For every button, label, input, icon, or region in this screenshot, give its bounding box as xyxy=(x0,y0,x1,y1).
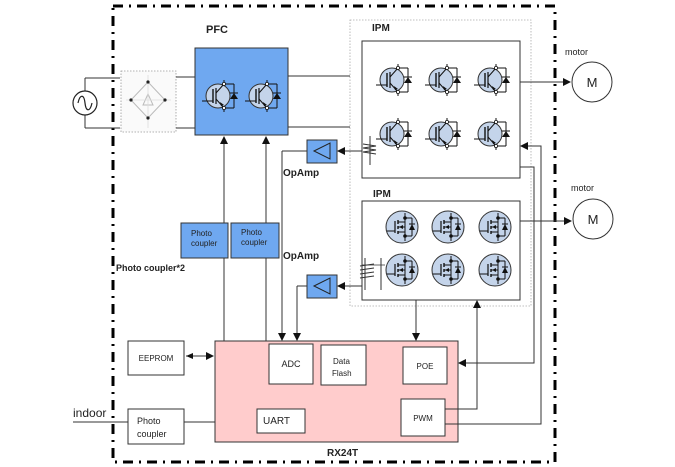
indoor-photo-coupler-label2: coupler xyxy=(137,429,167,439)
motor-top-symbol: M xyxy=(587,75,598,90)
opamp-bottom-label: OpAmp xyxy=(283,251,319,262)
ipm-top: IPM xyxy=(361,23,521,179)
ipm-group xyxy=(349,19,532,307)
mcu-label: RX24T xyxy=(327,448,358,459)
shunt-resistor-icon xyxy=(362,136,377,165)
photo-coupler-1-label2: coupler xyxy=(191,239,218,248)
opamp-top: OpAmp xyxy=(282,139,362,179)
mosfet-icon xyxy=(385,253,419,287)
poe-label: POE xyxy=(417,362,434,371)
eeprom-label: EEPROM xyxy=(139,354,174,363)
rectifier-bridge xyxy=(120,70,195,133)
indoor-photo-coupler-label: Photo xyxy=(137,416,161,426)
mosfet-icon xyxy=(431,210,465,244)
motor-bottom: motor M xyxy=(520,183,614,240)
photo-coupler-count-label: Photo coupler*2 xyxy=(116,263,185,273)
data-flash-label2: Flash xyxy=(332,369,352,378)
ipm-bottom: IPM xyxy=(359,189,521,301)
photo-coupler-2-label: Photo xyxy=(241,228,262,237)
outdoor-unit-boundary xyxy=(111,4,557,464)
mosfet-icon xyxy=(478,210,512,244)
indoor-photo-coupler: Photo coupler xyxy=(127,408,185,445)
opamp-icon xyxy=(312,142,331,160)
opamp-top-label: OpAmp xyxy=(283,168,319,179)
uart-label: UART xyxy=(263,416,290,427)
adc-block: ADC xyxy=(268,343,314,385)
ipm-top-label: IPM xyxy=(372,23,390,34)
ipm-bottom-label: IPM xyxy=(373,189,391,200)
mosfet-icon xyxy=(385,210,419,244)
mosfet-icon xyxy=(478,253,512,287)
eeprom-block: EEPROM xyxy=(127,340,214,376)
poe-block: POE xyxy=(402,346,448,385)
pfc-block: PFC xyxy=(194,24,350,136)
motor-top: motor M xyxy=(520,47,613,103)
photo-coupler-1: Photo coupler xyxy=(180,222,229,259)
photo-coupler-2-label2: coupler xyxy=(241,238,268,247)
photo-coupler-1-label: Photo xyxy=(191,229,212,238)
mcu-rx24t: RX24T ADC Data Flash POE PWM UART xyxy=(214,340,459,459)
uart-block: UART xyxy=(256,408,306,434)
pfc-label: PFC xyxy=(206,24,228,36)
data-flash-block: Data Flash xyxy=(320,344,367,386)
opamp-icon xyxy=(312,277,331,295)
ac-source xyxy=(72,77,120,129)
mosfet-icon xyxy=(431,253,465,287)
photo-coupler-2: Photo coupler xyxy=(230,222,280,259)
indoor-label: indoor xyxy=(73,406,106,420)
pwm-block: PWM xyxy=(400,398,446,437)
data-flash-label: Data xyxy=(333,357,350,366)
shunt-resistor-icon xyxy=(359,258,385,290)
motor-bottom-label: motor xyxy=(571,183,594,193)
motor-top-label: motor xyxy=(565,47,588,57)
motor-bottom-symbol: M xyxy=(588,212,599,227)
adc-label: ADC xyxy=(281,359,301,369)
opamp-bottom: OpAmp xyxy=(283,251,362,299)
pwm-label: PWM xyxy=(413,414,433,423)
